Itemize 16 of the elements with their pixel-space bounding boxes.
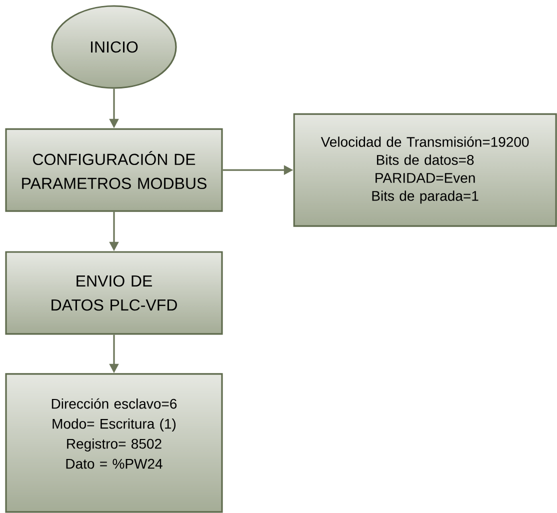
node-label: Dato = %PW24 — [66, 458, 162, 469]
node-label: Velocidad de Transmisión=19200 — [320, 136, 529, 147]
node-label: Dirección esclavo=6 — [52, 398, 177, 409]
process-box — [293, 113, 557, 227]
start-ellipse — [51, 5, 177, 89]
node-label: INICIO — [91, 41, 138, 53]
node-label: Bits de parada=1 — [372, 190, 478, 204]
process-box — [5, 373, 223, 513]
node-label: CONFIGURACIÓN DE PARAMETROS MODBUS — [22, 151, 206, 190]
node-label: PARIDAD=Even — [376, 173, 475, 183]
node-label: Bits de datos=8 — [376, 154, 474, 165]
node-label: Registro= 8502 — [67, 438, 162, 452]
node-label: ENVIO DE DATOS PLC-VFD — [52, 275, 177, 311]
node-label: Modo= Escritura (1) — [52, 418, 176, 432]
process-box — [5, 251, 223, 335]
process-box — [5, 128, 223, 212]
